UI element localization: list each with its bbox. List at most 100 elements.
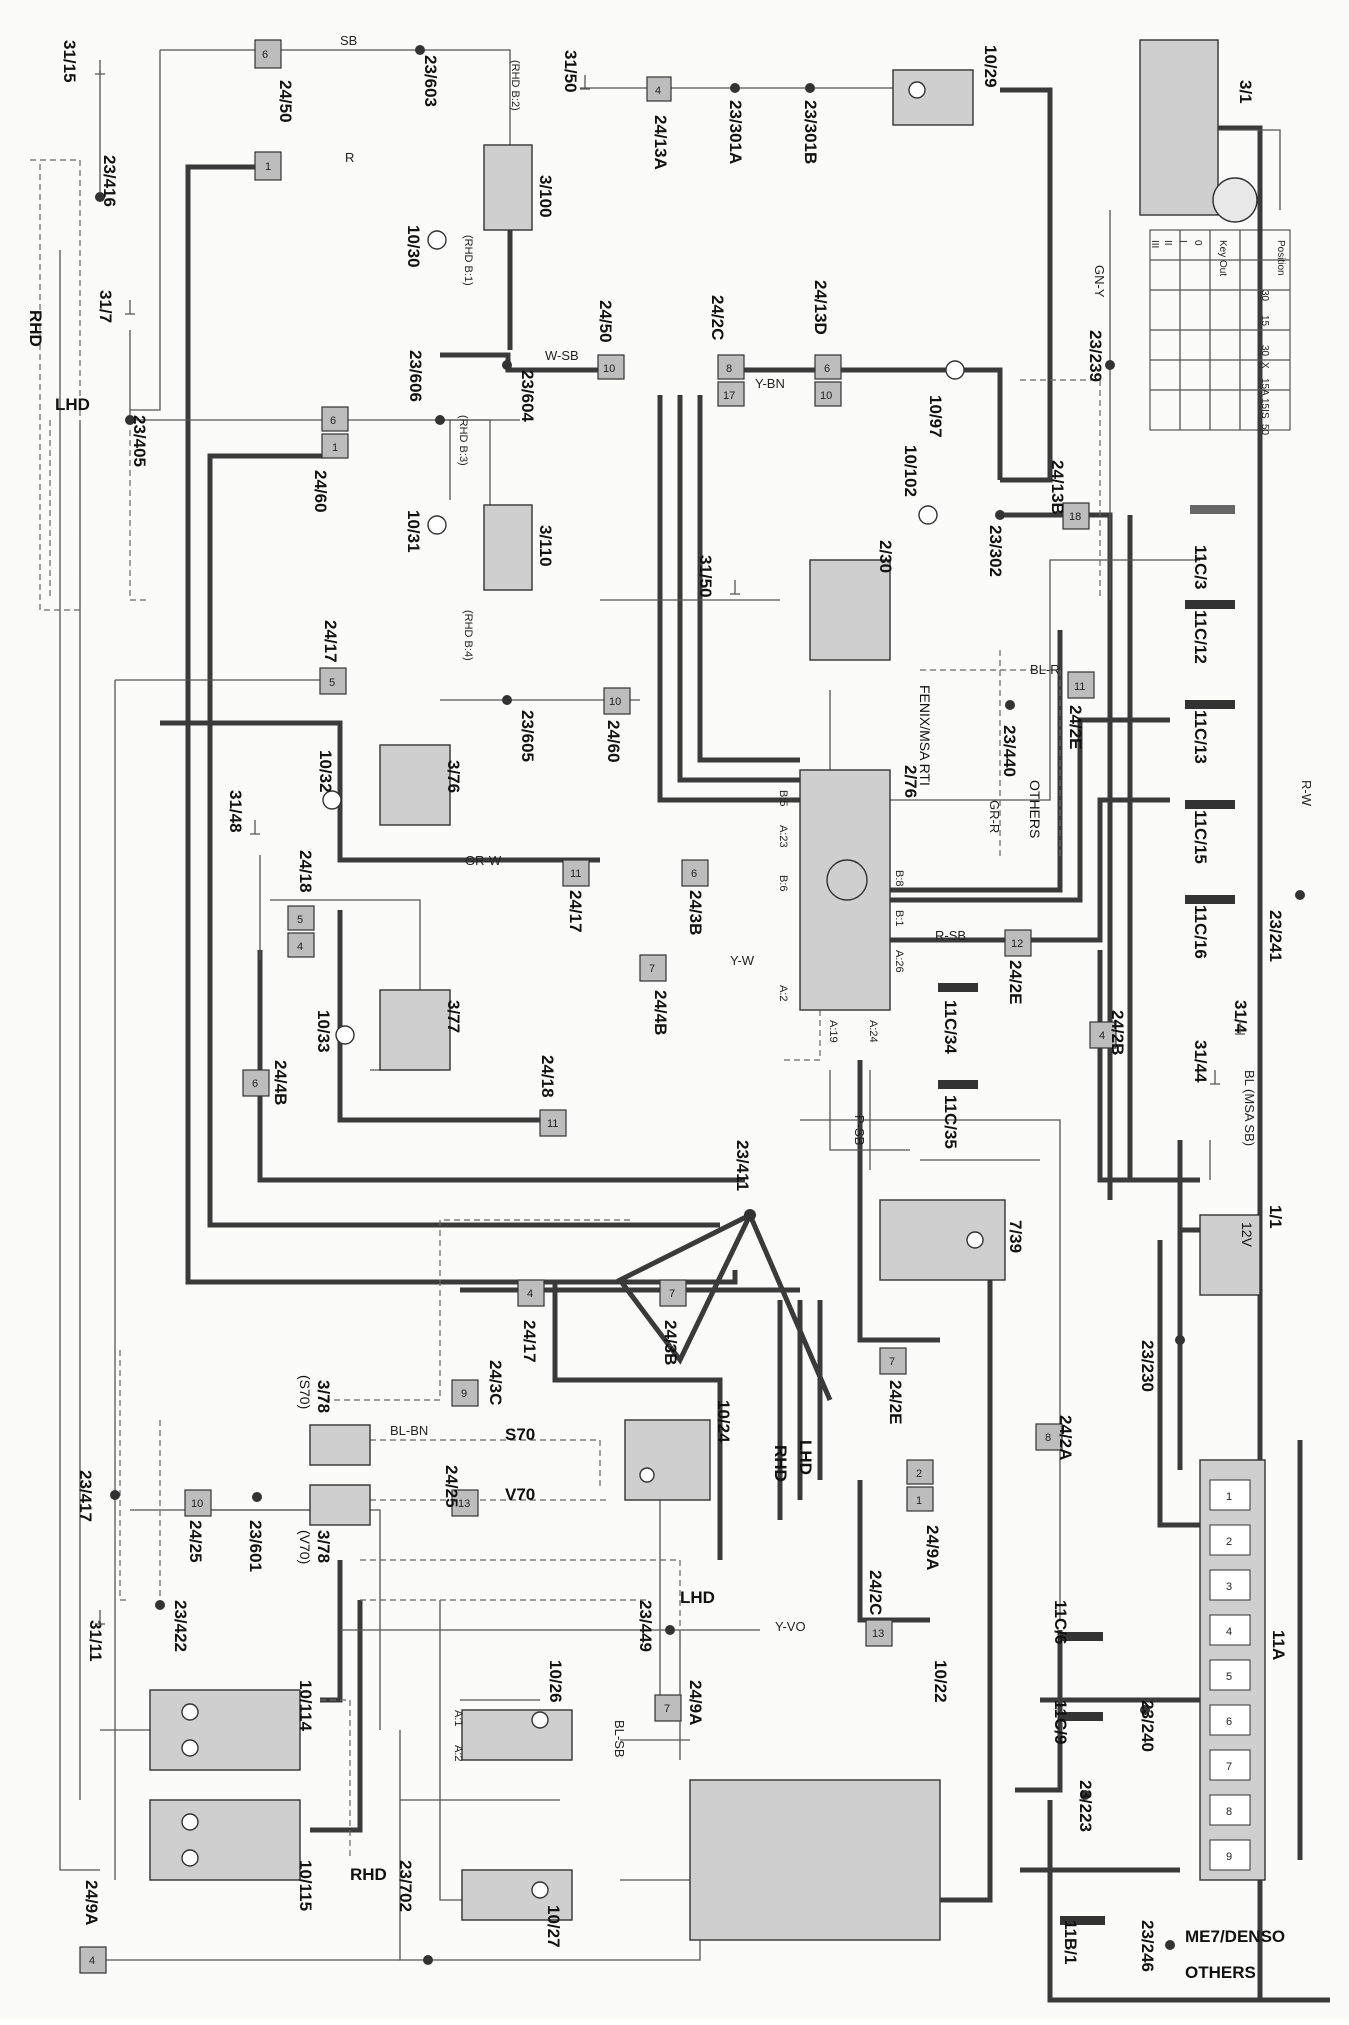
- svg-text:(RHD B:3): (RHD B:3): [457, 415, 469, 466]
- lamp-10-30-icon: [427, 230, 447, 250]
- svg-text:9: 9: [461, 1388, 467, 1400]
- switch-10-24: [624, 1419, 711, 1501]
- splice-23-302: [995, 510, 1005, 520]
- conn-24-13d-pin6: [814, 354, 842, 380]
- conn-24-17-pin11: [562, 859, 590, 887]
- label-23-302: 23/302: [986, 525, 1005, 577]
- label-23-246: 23/246: [1138, 1920, 1157, 1972]
- label-12v: 12V: [1239, 1222, 1255, 1248]
- label-rhd-low: RHD: [350, 1865, 387, 1884]
- conn-24-3c-pin9: [451, 1379, 479, 1407]
- svg-text:2: 2: [916, 1468, 922, 1480]
- svg-text:GR-R: GR-R: [987, 800, 1002, 833]
- label-lhd-low: LHD: [680, 1588, 715, 1607]
- svg-text:II: II: [1162, 240, 1173, 246]
- svg-text:8: 8: [726, 363, 732, 375]
- svg-text:X: X: [1259, 362, 1270, 369]
- label-31-4: 31/4: [1231, 1000, 1250, 1034]
- label-others-mid: OTHERS: [1027, 780, 1043, 838]
- label-11c-15: 11C/15: [1191, 810, 1210, 864]
- label-23-603: 23/603: [421, 55, 440, 107]
- ground-icon: [95, 60, 105, 75]
- lamp-10-114a-icon: [181, 1703, 199, 1721]
- conn-24-2e-pin7: [879, 1347, 907, 1375]
- conn-24-18-pin4: [287, 932, 315, 958]
- label-10-33: 10/33: [314, 1010, 333, 1053]
- label-24-3b-low: 24/3B: [661, 1320, 680, 1365]
- svg-text:B:1: B:1: [893, 910, 905, 927]
- svg-text:6: 6: [330, 415, 336, 427]
- splice-23-603: [415, 45, 425, 55]
- svg-text:7: 7: [669, 1288, 675, 1300]
- fuse-11c-13: [1185, 700, 1235, 709]
- label-24-17-low: 24/17: [520, 1320, 539, 1363]
- svg-text:1: 1: [1226, 1491, 1232, 1503]
- label-10-32: 10/32: [316, 750, 335, 793]
- label-24-2e-low: 24/2E: [886, 1380, 905, 1424]
- label-3-76: 3/76: [444, 760, 463, 793]
- module-k-icon: [826, 859, 868, 901]
- svg-text:50: 50: [1259, 424, 1270, 436]
- label-10-31: 10/31: [404, 510, 423, 553]
- svg-text:(RHD B:2): (RHD B:2): [509, 60, 521, 111]
- label-11c-3: 11C/3: [1191, 545, 1210, 589]
- lamp-10-26-icon: [531, 1711, 549, 1729]
- label-23-240: 23/240: [1138, 1700, 1157, 1752]
- label-3-78-s70: 3/78: [314, 1380, 333, 1413]
- label-v70-paren: (V70): [297, 1530, 313, 1564]
- ground-icon: [125, 300, 135, 315]
- svg-text:10: 10: [603, 363, 615, 375]
- svg-text:6: 6: [262, 49, 268, 61]
- label-31-50-mid: 31/50: [696, 555, 715, 598]
- lamp-10-24-icon: [639, 1467, 655, 1483]
- lamp-10-33-icon: [335, 1025, 355, 1045]
- svg-text:7: 7: [649, 963, 655, 975]
- lamp-10-31-icon: [427, 515, 447, 535]
- conn-24-2b-pin4: [1089, 1021, 1117, 1049]
- label-24-50-mid: 24/50: [596, 300, 615, 343]
- svg-text:A:19: A:19: [827, 1020, 839, 1043]
- conn-24-9a-pin1: [906, 1486, 934, 1512]
- fuse-connector-bars: [938, 505, 1235, 1925]
- conn-24-3b-pin6: [681, 859, 709, 887]
- lamp-10-97-icon: [945, 360, 965, 380]
- svg-text:6: 6: [1226, 1716, 1232, 1728]
- svg-text:A:2: A:2: [452, 1745, 464, 1762]
- label-24-18-top: 24/18: [296, 850, 315, 893]
- label-23-605: 23/605: [518, 710, 537, 762]
- svg-text:10: 10: [191, 1498, 203, 1510]
- fuse-11c-15: [1185, 800, 1235, 809]
- conn-24-18-pin5: [287, 905, 315, 931]
- splice-23-422: [155, 1600, 165, 1610]
- label-3-78-v70: 3/78: [314, 1530, 333, 1563]
- label-10-102: 10/102: [901, 445, 920, 497]
- label-11c-9: 11C/9: [1051, 1700, 1070, 1744]
- label-10-114: 10/114: [296, 1680, 315, 1732]
- label-24-17-top: 24/17: [321, 620, 340, 663]
- svg-text:GR-W: GR-W: [465, 853, 502, 868]
- svg-text:A:23: A:23: [777, 825, 789, 848]
- splice-23-601: [252, 1492, 262, 1502]
- svg-text:(RHD B:4): (RHD B:4): [462, 610, 474, 661]
- fuse-11c-34: [938, 983, 978, 992]
- label-24-3b-mid: 24/3B: [686, 890, 705, 935]
- svg-text:9: 9: [1226, 1851, 1232, 1863]
- label-31-7: 31/7: [96, 290, 115, 323]
- svg-text:GN-Y: GN-Y: [1092, 265, 1107, 298]
- svg-text:B:6: B:6: [777, 875, 789, 892]
- label-24-4b-mid: 24/4B: [651, 990, 670, 1035]
- antenna-module-7-39: [879, 1199, 1006, 1281]
- splice-23-301b: [805, 83, 815, 93]
- label-24-60-mid: 24/60: [604, 720, 623, 763]
- label-others-low: OTHERS: [1185, 1963, 1256, 1982]
- svg-text:13: 13: [458, 1498, 470, 1510]
- svg-text:III: III: [1149, 240, 1160, 248]
- svg-text:17: 17: [723, 390, 735, 402]
- svg-text:30: 30: [1259, 290, 1270, 302]
- splice-23-417: [110, 1490, 120, 1500]
- svg-text:A:26: A:26: [893, 950, 905, 973]
- ground-symbols: [95, 60, 1245, 1625]
- svg-text:BL-R: BL-R: [1030, 662, 1060, 677]
- label-1-1: 1/1: [1266, 1205, 1285, 1229]
- label-23-230: 23/230: [1138, 1340, 1157, 1392]
